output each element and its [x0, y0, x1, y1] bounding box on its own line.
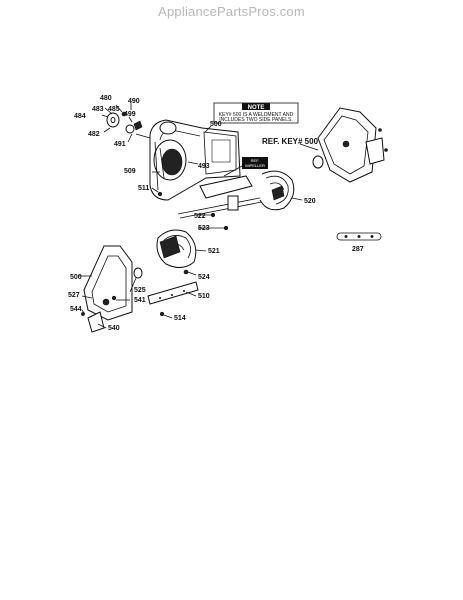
- shear-bolt-287: [336, 232, 382, 241]
- note-line-2: INCLUDES TWO SIDE PANELS.: [219, 117, 292, 123]
- impeller-tag: REF. IMPELLER: [223, 157, 268, 177]
- note-box: NOTE KEY# 500 IS A WELDMENT AND INCLUDES…: [213, 102, 299, 124]
- right-side-panel: [299, 107, 388, 183]
- left-side-panel: [78, 245, 143, 333]
- callout-510: 510: [198, 293, 210, 300]
- callout-490: 490: [128, 98, 140, 105]
- callout-499: 499: [124, 111, 136, 118]
- callout-511: 511: [138, 185, 149, 192]
- watermark-text: AppliancePartsPros.com: [158, 4, 305, 19]
- callout-527: 527: [68, 292, 80, 299]
- callout-509: 509: [124, 168, 136, 175]
- right-auger: [259, 170, 303, 211]
- callout-541: 541: [134, 297, 146, 304]
- impeller-label-2: IMPELLER: [245, 163, 265, 168]
- callout-523: 523: [198, 225, 210, 232]
- callout-485: 485: [108, 106, 120, 113]
- callout-524: 524: [198, 274, 210, 281]
- callout-287: 287: [352, 246, 364, 253]
- left-auger: [156, 229, 207, 276]
- callout-525: 525: [134, 287, 146, 294]
- callout-500-side: 500: [70, 274, 82, 281]
- scraper-bar: [147, 281, 199, 317]
- callout-493: 493: [198, 163, 210, 170]
- callout-521: 521: [208, 248, 220, 255]
- callout-544: 544: [70, 306, 82, 313]
- callout-480: 480: [100, 95, 112, 102]
- auger-shaft: [177, 175, 273, 231]
- callout-491: 491: [114, 141, 126, 148]
- callout-500-housing: 500: [210, 121, 222, 128]
- note-heading: NOTE: [248, 105, 265, 111]
- callout-540: 540: [108, 325, 120, 332]
- impeller-label-1: REF.: [251, 158, 260, 163]
- leader-lines: [81, 277, 197, 329]
- auger-housing: [149, 119, 241, 201]
- callout-483: 483: [92, 106, 104, 113]
- callout-514: 514: [174, 315, 186, 322]
- callout-484: 484: [74, 113, 86, 120]
- note-line-1: KEY# 500 IS A WELDMENT AND: [219, 112, 294, 118]
- callout-482: 482: [88, 131, 100, 138]
- callout-522: 522: [194, 213, 206, 220]
- callout-520: 520: [304, 198, 316, 205]
- pulley-assembly: [101, 103, 151, 143]
- ref-key-500-label: REF. KEY# 500: [262, 137, 319, 146]
